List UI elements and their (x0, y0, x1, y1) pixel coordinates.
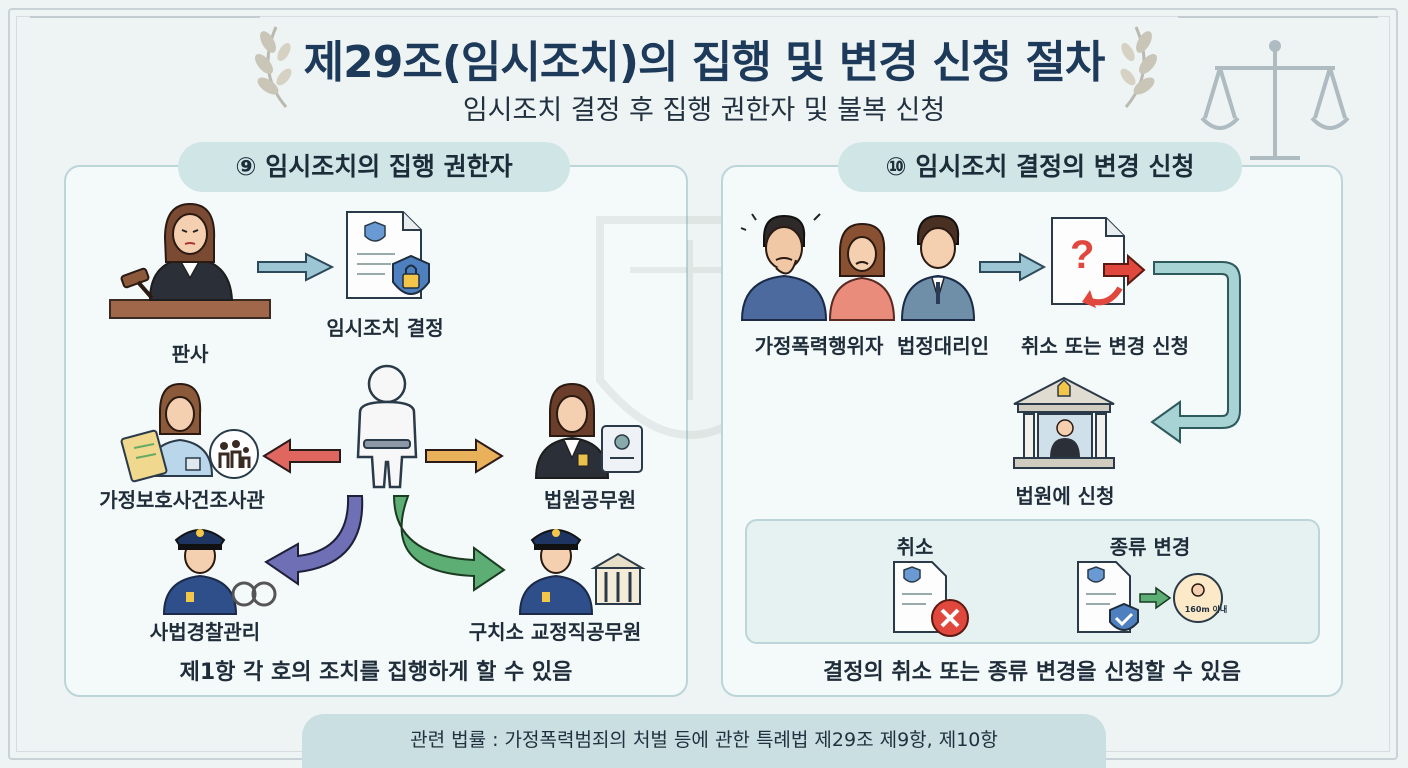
court-label: 법원에 신청 (1015, 484, 1115, 508)
judicial-police-icon (162, 529, 277, 615)
right-panel-note: 결정의 취소 또는 종류 변경을 신청할 수 있음 (823, 660, 1241, 685)
decision-document-icon (346, 211, 430, 299)
detention-officer-icon (518, 529, 646, 615)
representative-label: 법정대리인 (897, 334, 989, 358)
request-document-icon: ? (1051, 217, 1146, 308)
laurel-right-icon (1120, 26, 1157, 108)
detained-person-icon (356, 364, 418, 489)
court-official-label: 법원공무원 (544, 488, 636, 512)
page-subtitle: 임시조치 결정 후 집행 권한자 및 불복 신청 (462, 95, 946, 126)
woman-family-icon (828, 222, 896, 321)
family-investigator-icon (120, 382, 259, 483)
judge-icon (109, 202, 271, 319)
legal-representative-icon (900, 214, 976, 321)
arrow-to-judicial-police (264, 495, 364, 586)
frame-line-top-left (30, 16, 260, 18)
left-panel-heading: ⑨ 임시조치의 집행 권한자 (178, 142, 570, 192)
court-official-icon (534, 382, 643, 479)
cancel-document-icon (893, 561, 969, 637)
judge-label: 판사 (171, 342, 209, 366)
judicial-police-label: 사법경찰관리 (149, 620, 261, 644)
arrow-to-family-investigator (262, 438, 341, 474)
svg-text:?: ? (1070, 233, 1094, 277)
request-label: 취소 또는 변경 신청 (1020, 334, 1190, 358)
footer-law-reference: 관련 법률 : 가정폭력범죄의 처벌 등에 관한 특례법 제29조 제9항, 제… (302, 714, 1106, 768)
court-building-icon (1013, 376, 1115, 469)
detention-officer-label: 구치소 교정직공무원 (468, 620, 642, 644)
left-panel-note: 제1항 각 호의 조치를 집행하게 할 수 있음 (179, 660, 573, 685)
page-title: 제29조(임시조치)의 집행 및 변경 신청 절차 (303, 37, 1106, 88)
decision-label: 임시조치 결정 (326, 316, 444, 340)
offender-label: 가정폭력행위자 (754, 334, 884, 358)
offender-icon (740, 213, 828, 321)
arrow-to-court (1150, 261, 1241, 444)
cancel-label: 취소 (896, 535, 934, 559)
family-investigator-label: 가정보호사건조사관 (99, 488, 265, 512)
laurel-left-icon (255, 26, 292, 108)
frame-line-top-right (1178, 16, 1378, 18)
arrow-to-court-official (425, 438, 504, 474)
arrow-judge-to-decision (257, 252, 335, 282)
arrow-to-request (979, 252, 1047, 282)
outcome-subpanel (745, 519, 1320, 644)
arrow-to-detention-officer (392, 495, 506, 592)
distance-label: 160m 이내 (1184, 605, 1228, 614)
type-change-icon (1077, 561, 1223, 633)
right-panel-heading: ⑩ 임시조치 결정의 변경 신청 (838, 142, 1242, 192)
scales-of-justice-icon (1200, 40, 1350, 160)
type-change-label: 종류 변경 (1109, 535, 1191, 559)
